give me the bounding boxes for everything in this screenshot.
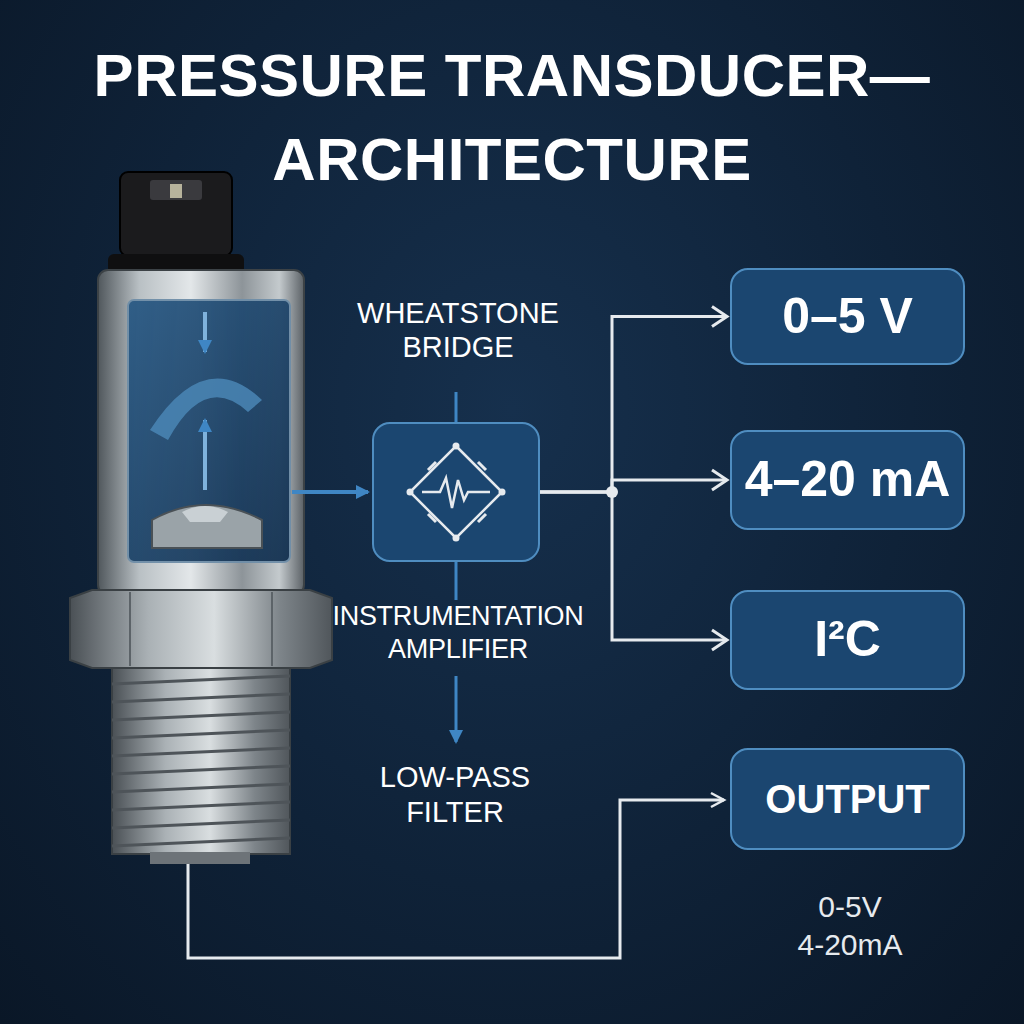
hex-edge xyxy=(129,592,131,666)
pressure-arrow xyxy=(203,312,207,352)
bridge-nodes xyxy=(407,443,506,542)
signal-connector xyxy=(540,480,727,492)
output-option-box: 0–5 V xyxy=(730,268,965,365)
connector-pin xyxy=(170,184,182,198)
junction-dot xyxy=(606,486,618,498)
filter-arrow xyxy=(455,676,458,742)
hex-edge xyxy=(271,592,273,666)
signal-label: 0-5V xyxy=(730,890,970,924)
box-label: OUTPUT xyxy=(765,776,929,822)
output-box: OUTPUT xyxy=(730,748,965,850)
signal-connector xyxy=(540,492,727,640)
pressure-arrow xyxy=(203,420,207,490)
output-option-box: I²C xyxy=(730,590,965,690)
transducer-illustration xyxy=(70,172,332,864)
sensing-element xyxy=(182,506,228,522)
connector-slot xyxy=(150,180,202,200)
block-label: WHEATSTONE BRIDGE xyxy=(304,296,612,364)
hex-nut xyxy=(70,590,332,668)
diagram-title: PRESSURE TRANSDUCER— ARCHITECTURE xyxy=(52,34,972,202)
port-tip xyxy=(150,852,250,864)
box-label: 0–5 V xyxy=(782,288,913,346)
signal-label: 4-20mA xyxy=(730,928,970,962)
leader-line xyxy=(455,392,458,422)
filter-label: LOW-PASS FILTER xyxy=(330,760,580,830)
sensing-element xyxy=(152,505,262,548)
signal-arrow xyxy=(292,490,368,494)
signal-connector xyxy=(540,317,727,493)
bridge-amplifier-block: WHEATSTONE BRIDGEINSTRUMENTATION AMPLIFI… xyxy=(372,422,540,562)
cutaway-window xyxy=(128,300,290,562)
box-label: 4–20 mA xyxy=(745,451,951,509)
block-label: INSTRUMENTATION AMPLIFIER xyxy=(294,600,622,666)
output-option-box: 4–20 mA xyxy=(730,430,965,530)
leader-line xyxy=(455,562,458,600)
connector-housing xyxy=(120,172,232,256)
thread xyxy=(112,668,290,854)
thread-lines xyxy=(112,676,290,846)
sensor-body xyxy=(98,270,304,595)
box-label: I²C xyxy=(814,611,881,669)
bridge-symbol xyxy=(410,446,502,538)
